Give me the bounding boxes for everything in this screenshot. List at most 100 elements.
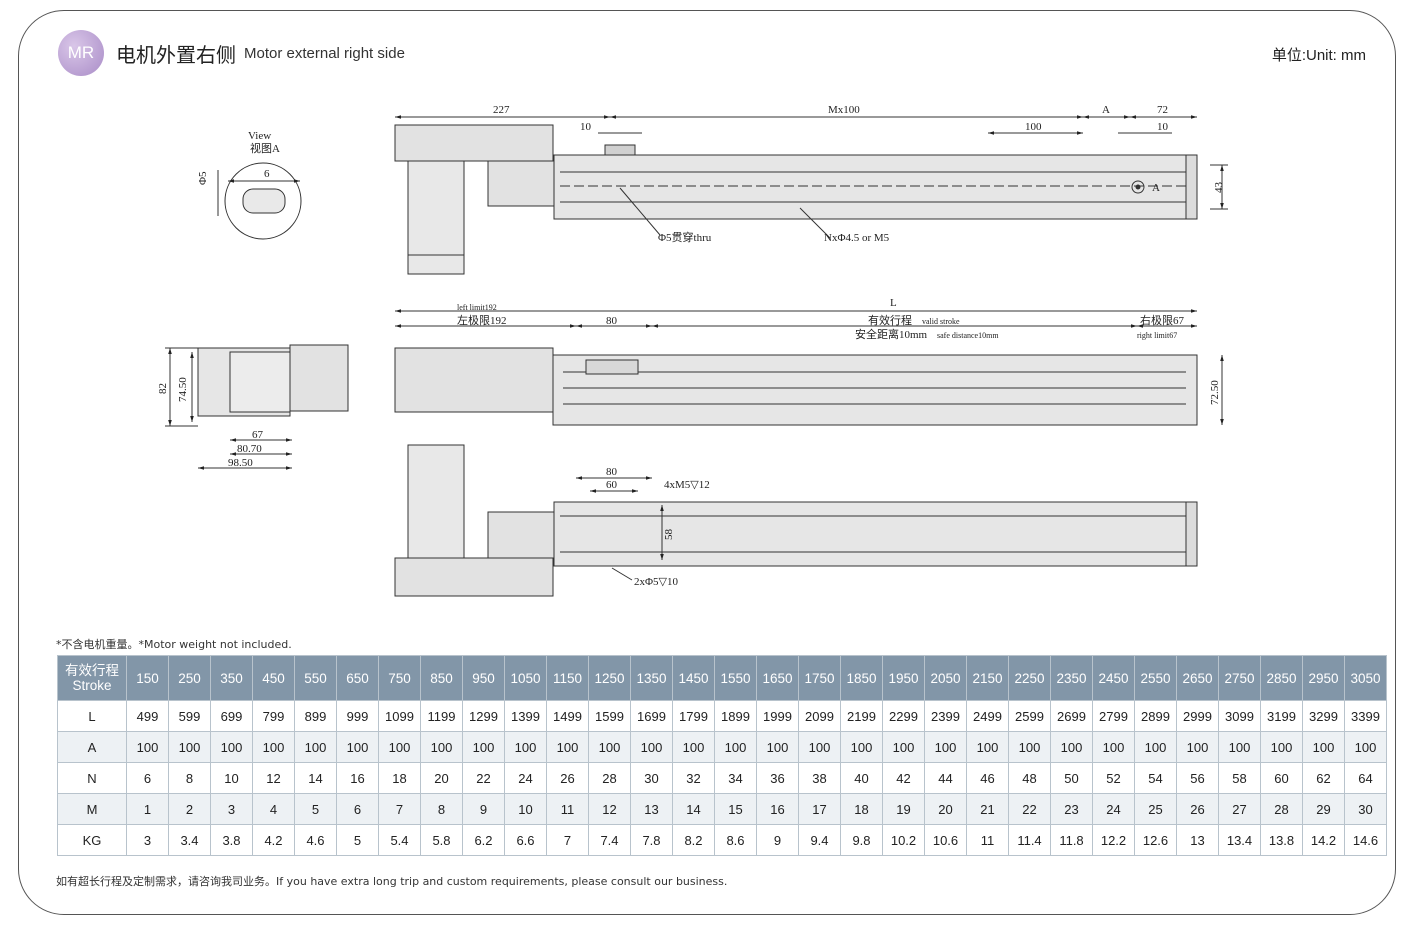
- header-stroke-value: 1850: [840, 655, 883, 701]
- technical-drawing: View 视图A Φ5 6 227 Mx100 A 72 10 100 10 4…: [157, 104, 1228, 597]
- top-view: [394, 115, 1228, 275]
- callout-mount-holes: NxΦ4.5 or M5: [824, 232, 890, 244]
- header-stroke-value: 1550: [714, 655, 757, 701]
- header-stroke-en: Stroke: [72, 678, 112, 693]
- end-view: [165, 344, 349, 470]
- table-cell: 1199: [420, 700, 463, 732]
- table-cell: 13.8: [1260, 824, 1303, 856]
- table-cell: 1: [126, 793, 169, 825]
- header-stroke-value: 250: [168, 655, 211, 701]
- dim-72-50: 72.50: [1209, 380, 1221, 405]
- table-cell: 1699: [630, 700, 673, 732]
- row-label: KG: [57, 824, 127, 856]
- table-cell: 34: [714, 762, 757, 794]
- table-cell: 12: [588, 793, 631, 825]
- table-cell: 20: [420, 762, 463, 794]
- dim-227: 227: [493, 104, 510, 116]
- header-stroke-value: 2850: [1260, 655, 1303, 701]
- table-cell: 1299: [462, 700, 505, 732]
- side-view: [394, 309, 1224, 426]
- table-cell: 32: [672, 762, 715, 794]
- table-cell: 2: [168, 793, 211, 825]
- header-stroke-value: 2350: [1050, 655, 1093, 701]
- header-stroke-value: 2050: [924, 655, 967, 701]
- table-cell: 2099: [798, 700, 841, 732]
- table-cell: 5.4: [378, 824, 421, 856]
- table-cell: 25: [1134, 793, 1177, 825]
- dim-mx100: Mx100: [828, 104, 860, 116]
- table-cell: 100: [1008, 731, 1051, 763]
- table-cell: 6: [126, 762, 169, 794]
- page-frame: [18, 10, 1396, 915]
- table-cell: 8.2: [672, 824, 715, 856]
- table-cell: 16: [756, 793, 799, 825]
- dim-a: A: [1102, 104, 1110, 116]
- dim-10-left: 10: [580, 121, 592, 133]
- table-cell: 8: [420, 793, 463, 825]
- table-cell: 1999: [756, 700, 799, 732]
- table-cell: 10.2: [882, 824, 925, 856]
- table-cell: 11.4: [1008, 824, 1051, 856]
- row-label: L: [57, 700, 127, 732]
- table-cell: 100: [756, 731, 799, 763]
- table-cell: 100: [924, 731, 967, 763]
- table-cell: 2199: [840, 700, 883, 732]
- table-cell: 499: [126, 700, 169, 732]
- table-cell: 22: [1008, 793, 1051, 825]
- table-cell: 4.2: [252, 824, 295, 856]
- table-cell: 3: [126, 824, 169, 856]
- table-cell: 12.6: [1134, 824, 1177, 856]
- table-cell: 1499: [546, 700, 589, 732]
- table-cell: 2799: [1092, 700, 1135, 732]
- header-stroke-value: 2650: [1176, 655, 1219, 701]
- header-stroke-value: 750: [378, 655, 421, 701]
- table-cell: 100: [1260, 731, 1303, 763]
- table-cell: 21: [966, 793, 1009, 825]
- table-cell: 6.6: [504, 824, 547, 856]
- table-cell: 18: [840, 793, 883, 825]
- model-badge: MR: [58, 30, 104, 76]
- table-cell: 8: [168, 762, 211, 794]
- valid-stroke-en: valid stroke: [922, 317, 960, 326]
- table-cell: 52: [1092, 762, 1135, 794]
- header-stroke-value: 1950: [882, 655, 925, 701]
- header-stroke-value: 2950: [1302, 655, 1345, 701]
- table-cell: 2299: [882, 700, 925, 732]
- table-cell: 20: [924, 793, 967, 825]
- table-cell: 100: [462, 731, 505, 763]
- table-cell: 3.8: [210, 824, 253, 856]
- title-english: Motor external right side: [244, 44, 405, 62]
- table-cell: 999: [336, 700, 379, 732]
- table-cell: 58: [1218, 762, 1261, 794]
- table-cell: 100: [588, 731, 631, 763]
- table-cell: 62: [1302, 762, 1345, 794]
- row-label: N: [57, 762, 127, 794]
- table-cell: 100: [1176, 731, 1219, 763]
- header-stroke-value: 2450: [1092, 655, 1135, 701]
- table-cell: 13: [1176, 824, 1219, 856]
- row-label: A: [57, 731, 127, 763]
- table-cell: 100: [1218, 731, 1261, 763]
- table-cell: 100: [1344, 731, 1387, 763]
- table-cell: 40: [840, 762, 883, 794]
- right-limit-zh: 右极限67: [1140, 313, 1184, 327]
- table-cell: 30: [1344, 793, 1387, 825]
- header-stroke-value: 150: [126, 655, 169, 701]
- header-stroke-value: 1650: [756, 655, 799, 701]
- table-cell: 22: [462, 762, 505, 794]
- dim-80-side: 80: [606, 315, 618, 327]
- section-header: MR 电机外置右侧 Motor external right side: [58, 30, 405, 76]
- table-cell: 44: [924, 762, 967, 794]
- table-cell: 100: [1050, 731, 1093, 763]
- table-cell: 799: [252, 700, 295, 732]
- header-stroke-value: 1450: [672, 655, 715, 701]
- header-stroke-value: 450: [252, 655, 295, 701]
- table-cell: 100: [672, 731, 715, 763]
- table-cell: 100: [378, 731, 421, 763]
- table-cell: 899: [294, 700, 337, 732]
- table-cell: 100: [1302, 731, 1345, 763]
- header-stroke-value: 2550: [1134, 655, 1177, 701]
